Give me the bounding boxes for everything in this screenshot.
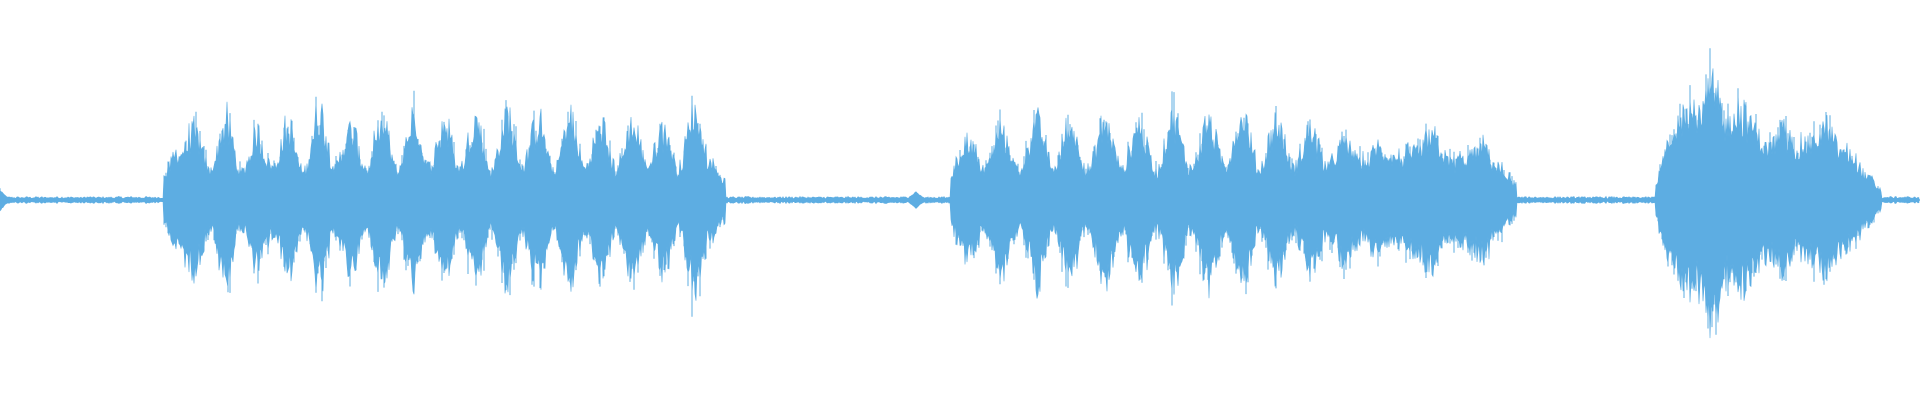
waveform-spikes <box>0 48 1881 335</box>
